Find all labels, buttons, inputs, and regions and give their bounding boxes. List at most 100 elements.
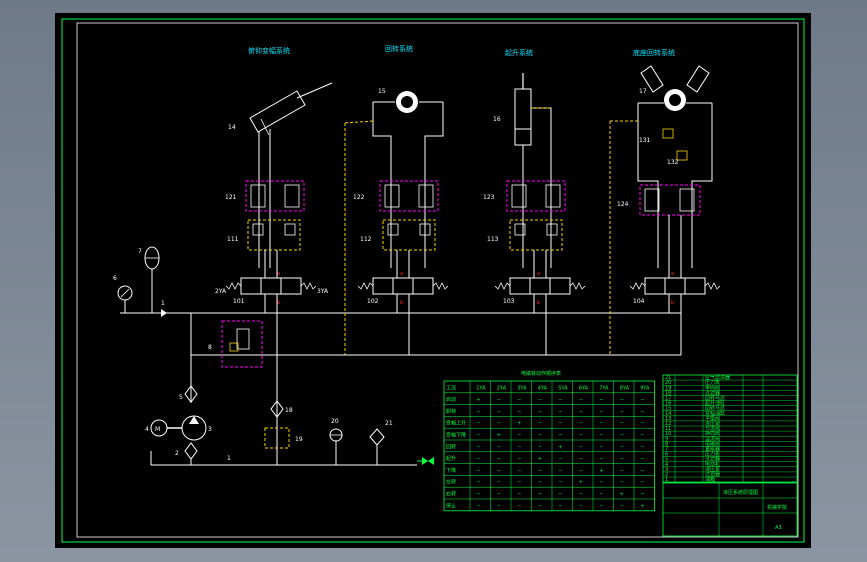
table-cell: +: [579, 480, 583, 486]
table-cell: −: [517, 409, 521, 415]
table-header-cell: 5YA: [558, 385, 568, 391]
table-cell: −: [497, 397, 501, 403]
table-cell: −: [476, 503, 480, 509]
system-title-luffing: 俯仰变幅系统: [248, 46, 290, 55]
table-cell: −: [497, 468, 501, 474]
parts-row-no: 9: [665, 436, 668, 442]
table-cell: −: [599, 492, 603, 498]
parts-row-no: 7: [665, 447, 668, 453]
table-cell: −: [476, 444, 480, 450]
table-cell: −: [538, 433, 542, 439]
label-19: 19: [295, 436, 303, 443]
table-cell: +: [476, 397, 480, 403]
filter-5: [184, 385, 198, 403]
table-cell: −: [640, 433, 644, 439]
luffing-lines: [258, 129, 271, 268]
air-filter-21: [369, 428, 385, 446]
table-cell: +: [558, 444, 562, 450]
label-131: 131: [639, 137, 651, 144]
label-132: 132: [667, 159, 679, 166]
label-102: 102: [367, 298, 379, 305]
marker-a-102: a: [400, 271, 403, 277]
balance-valve-131: [662, 128, 674, 139]
parts-row-no: 12: [665, 421, 671, 427]
outer-frame: [61, 18, 805, 543]
parts-row-name: 液压泵: [705, 466, 720, 473]
table-cell: −: [599, 444, 603, 450]
balance-valve-132: [676, 150, 688, 161]
marker-a-104: a: [671, 271, 674, 277]
parts-row-name: 压力表: [705, 379, 720, 386]
parts-row-no: 8: [665, 441, 668, 447]
table-cell: 起升: [446, 455, 456, 462]
table-cell: −: [558, 397, 562, 403]
base-arm-left: [640, 65, 664, 93]
directional-valve-104: [629, 277, 721, 295]
table-cell: −: [620, 433, 624, 439]
throttle-valve-111: [247, 219, 301, 251]
parts-row-name: 压力表: [705, 451, 720, 458]
parts-row-no: 1: [665, 477, 668, 483]
parts-row-name: 空气滤清器: [705, 374, 730, 381]
marker-a-101: a: [277, 271, 280, 277]
table-cell: −: [558, 468, 562, 474]
table-header-cell: 6YA: [579, 385, 589, 391]
parts-row-name: 过滤器: [705, 456, 720, 463]
filter-18: [270, 400, 284, 418]
slewing-lines: [372, 101, 444, 268]
table-cell: 变幅上升: [446, 420, 466, 427]
parts-row-name: 回转马达: [705, 405, 725, 412]
table-cell: −: [476, 456, 480, 462]
parts-row-no: 3: [665, 467, 668, 473]
directional-valve-103: [494, 277, 586, 295]
table-cell: 右转: [446, 491, 456, 498]
lock-valve-122: [379, 180, 439, 212]
table-cell: −: [640, 421, 644, 427]
inner-frame: [76, 22, 799, 538]
table-cell: −: [558, 409, 562, 415]
table-header-cell: 1YA: [476, 385, 486, 391]
table-cell: −: [620, 468, 624, 474]
label-111: 111: [227, 236, 239, 243]
parts-row-no: 2: [665, 472, 668, 478]
luffing-cylinder: [249, 82, 333, 136]
label-3: 3: [208, 426, 212, 433]
table-cell: −: [620, 456, 624, 462]
coil-label-101-right: 3YA: [317, 288, 329, 295]
table-cell: −: [497, 421, 501, 427]
table-cell: −: [599, 503, 603, 509]
table-cell: −: [640, 397, 644, 403]
parts-row-no: 15: [665, 406, 671, 412]
label-101: 101: [233, 298, 245, 305]
hoist-lines: [522, 107, 552, 268]
table-cell: −: [517, 397, 521, 403]
table-cell: −: [497, 444, 501, 450]
table-cell: −: [517, 492, 521, 498]
base-arm-right: [686, 65, 710, 93]
directional-valve-102: [357, 277, 449, 295]
table-cell: 左转: [446, 479, 456, 486]
table-cell: −: [579, 444, 583, 450]
directional-valve-101: [225, 277, 317, 295]
table-cell: −: [640, 480, 644, 486]
parts-row-name: 回转马达: [705, 395, 725, 402]
table-cell: −: [517, 456, 521, 462]
label-122: 122: [353, 194, 365, 201]
table-cell: −: [579, 492, 583, 498]
parts-row-name: 溢流阀: [705, 435, 720, 442]
table-cell: −: [476, 409, 480, 415]
table-cell: −: [579, 456, 583, 462]
parts-row-name: 液压锁: [705, 420, 720, 427]
table-cell: +: [497, 433, 501, 439]
table-cell: −: [579, 397, 583, 403]
marker-b-102: b: [400, 300, 403, 306]
table-cell: −: [476, 492, 480, 498]
motor-symbol: M: [155, 426, 160, 433]
table-cell: −: [538, 397, 542, 403]
parts-row-name: 变幅油缸: [705, 410, 725, 417]
drawing-sheet: 俯仰变幅系统 回转系统 起升系统 底座回转系统 14 15 16 17 131 …: [55, 13, 811, 548]
parts-row-no: 21: [665, 375, 671, 381]
table-cell: −: [558, 503, 562, 509]
system-title-slewing: 回转系统: [385, 44, 413, 53]
